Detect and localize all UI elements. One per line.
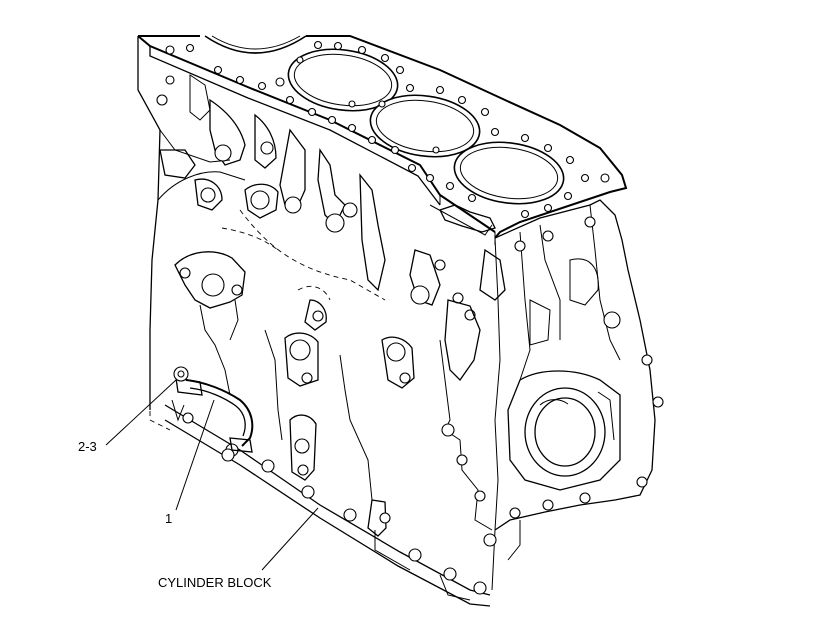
leader-1 (175, 399, 215, 511)
cylinder-bores (204, 35, 565, 205)
callout-leaders (105, 379, 319, 571)
oil-pan-rail (164, 404, 491, 607)
callout-cylinder-block: CYLINDER BLOCK (158, 575, 272, 590)
leader-cylinder-block (261, 507, 319, 571)
head-bolt-holes (165, 40, 610, 233)
callout-part-2-3: 2-3 (78, 439, 97, 454)
leader-2-3 (105, 379, 177, 446)
cylinder-block-side (137, 36, 415, 537)
callout-part-1: 1 (165, 511, 173, 526)
rear-face (409, 199, 664, 591)
oil-tube-assembly (171, 366, 254, 462)
